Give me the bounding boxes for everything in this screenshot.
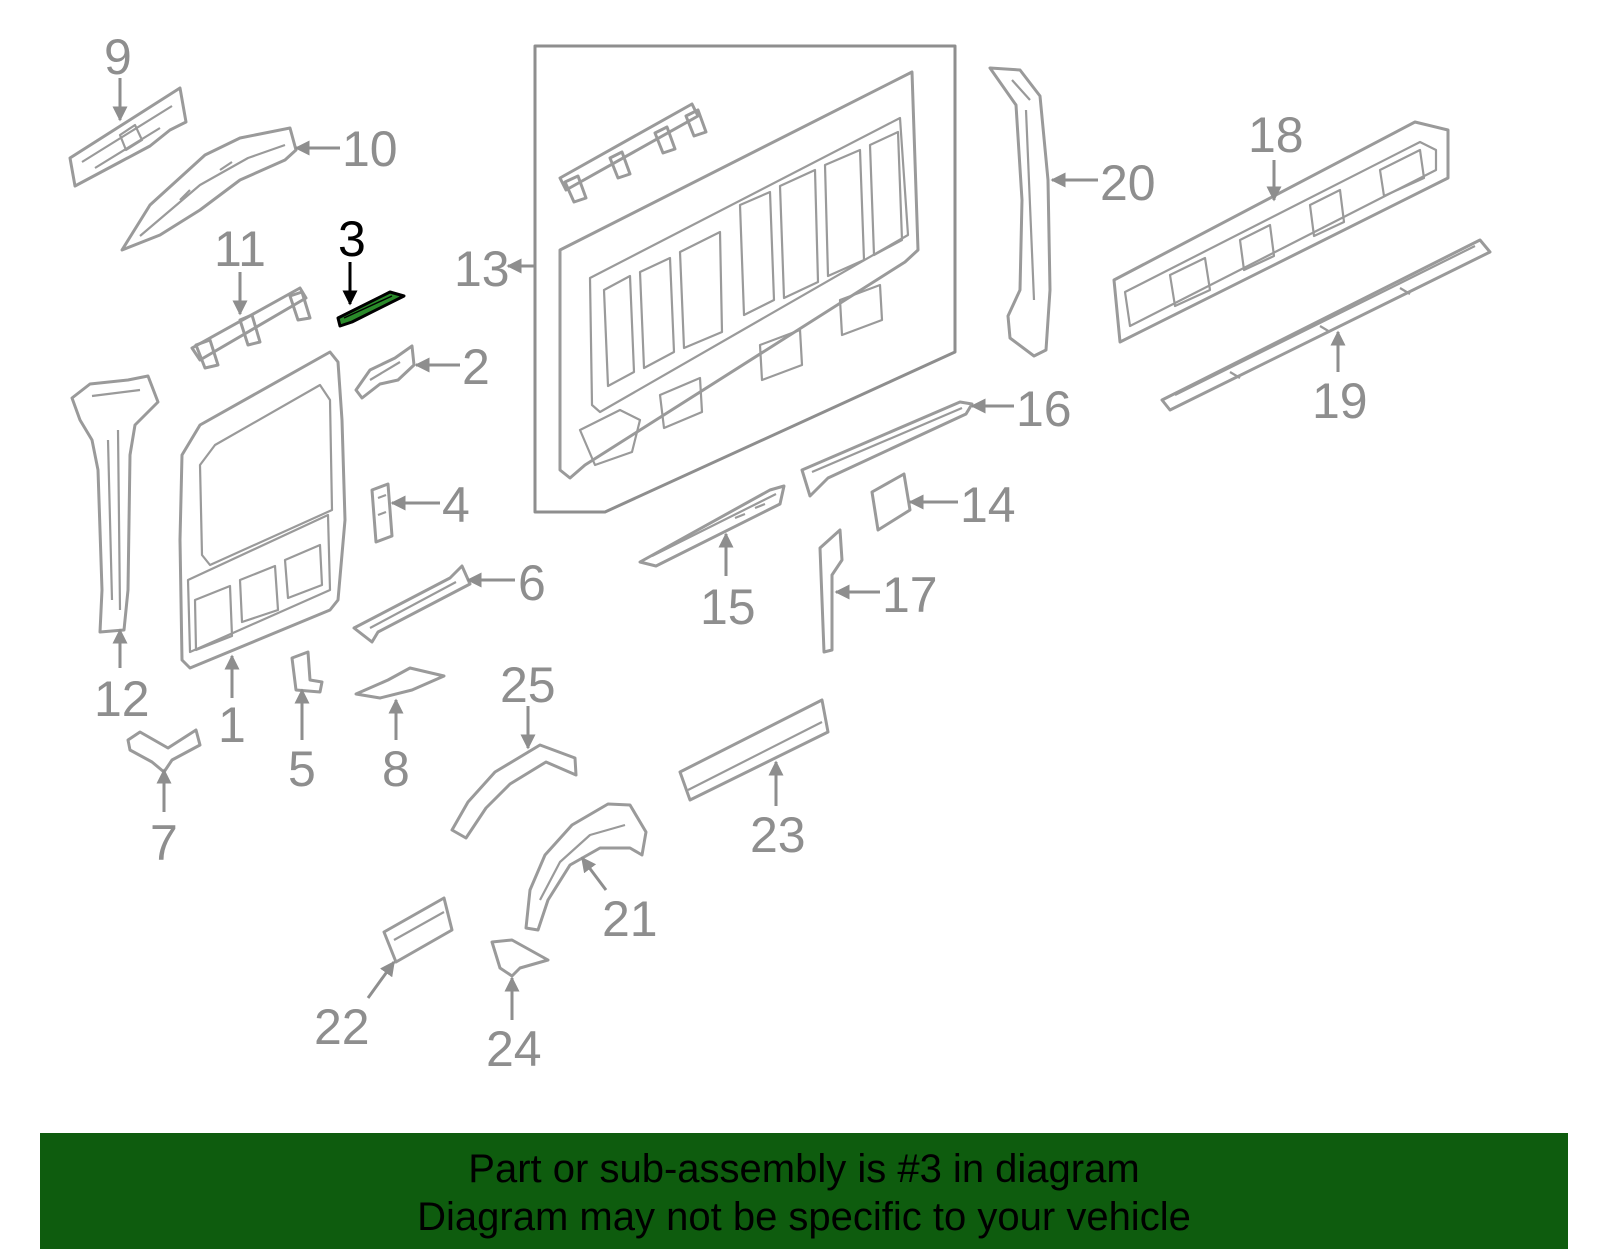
callout-9: 9 <box>104 29 132 85</box>
callout-10: 10 <box>342 121 398 177</box>
part-2 <box>354 344 416 400</box>
callout-5: 5 <box>288 741 316 797</box>
part-1 <box>178 350 347 670</box>
part-17 <box>818 528 844 654</box>
part-6 <box>352 564 472 644</box>
part-22 <box>382 896 454 964</box>
part-8 <box>354 666 446 700</box>
part-5 <box>290 650 324 694</box>
part-11 <box>190 286 312 370</box>
part-19 <box>1160 238 1492 412</box>
part-9 <box>68 86 188 188</box>
callout-16: 16 <box>1016 381 1072 437</box>
part-7 <box>126 728 202 774</box>
part-14 <box>870 472 912 532</box>
callout-8: 8 <box>382 741 410 797</box>
part-25 <box>450 743 578 840</box>
callout-17: 17 <box>882 567 938 623</box>
callout-21: 21 <box>602 891 658 947</box>
callout-20: 20 <box>1100 155 1156 211</box>
callout-25: 25 <box>500 657 556 713</box>
callout-22: 22 <box>314 999 370 1055</box>
callout-4: 4 <box>442 477 470 533</box>
callout-24: 24 <box>486 1021 542 1077</box>
part-3-highlighted[interactable] <box>336 290 406 328</box>
callout-7: 7 <box>150 815 178 871</box>
callout-12: 12 <box>94 671 150 727</box>
callout-13: 13 <box>454 241 510 297</box>
callout-11: 11 <box>214 221 266 277</box>
info-banner: Part or sub-assembly is #3 in diagram Di… <box>40 1133 1568 1249</box>
callout-18: 18 <box>1248 107 1304 163</box>
part-12 <box>70 374 160 634</box>
callout-3: 3 <box>338 211 366 267</box>
callout-15: 15 <box>700 579 756 635</box>
callout-1: 1 <box>218 697 246 753</box>
callout-2: 2 <box>462 339 490 395</box>
callout-6: 6 <box>518 555 546 611</box>
part-16 <box>800 400 974 498</box>
part-13 <box>533 44 957 514</box>
banner-line-1: Part or sub-assembly is #3 in diagram <box>468 1147 1140 1191</box>
banner-line-2: Diagram may not be specific to your vehi… <box>417 1195 1191 1239</box>
part-15 <box>638 484 786 568</box>
callout-14: 14 <box>960 477 1016 533</box>
part-21 <box>524 802 648 932</box>
part-18 <box>1112 120 1450 344</box>
part-24 <box>490 938 550 978</box>
leader-lines <box>112 78 1346 1020</box>
callout-19: 19 <box>1312 373 1368 429</box>
part-23 <box>678 698 830 802</box>
part-4 <box>370 482 394 544</box>
callouts: 9 10 11 3 2 4 6 12 1 5 8 7 13 20 18 19 1… <box>94 29 1368 1077</box>
part-20 <box>988 66 1052 358</box>
callout-23: 23 <box>750 807 806 863</box>
